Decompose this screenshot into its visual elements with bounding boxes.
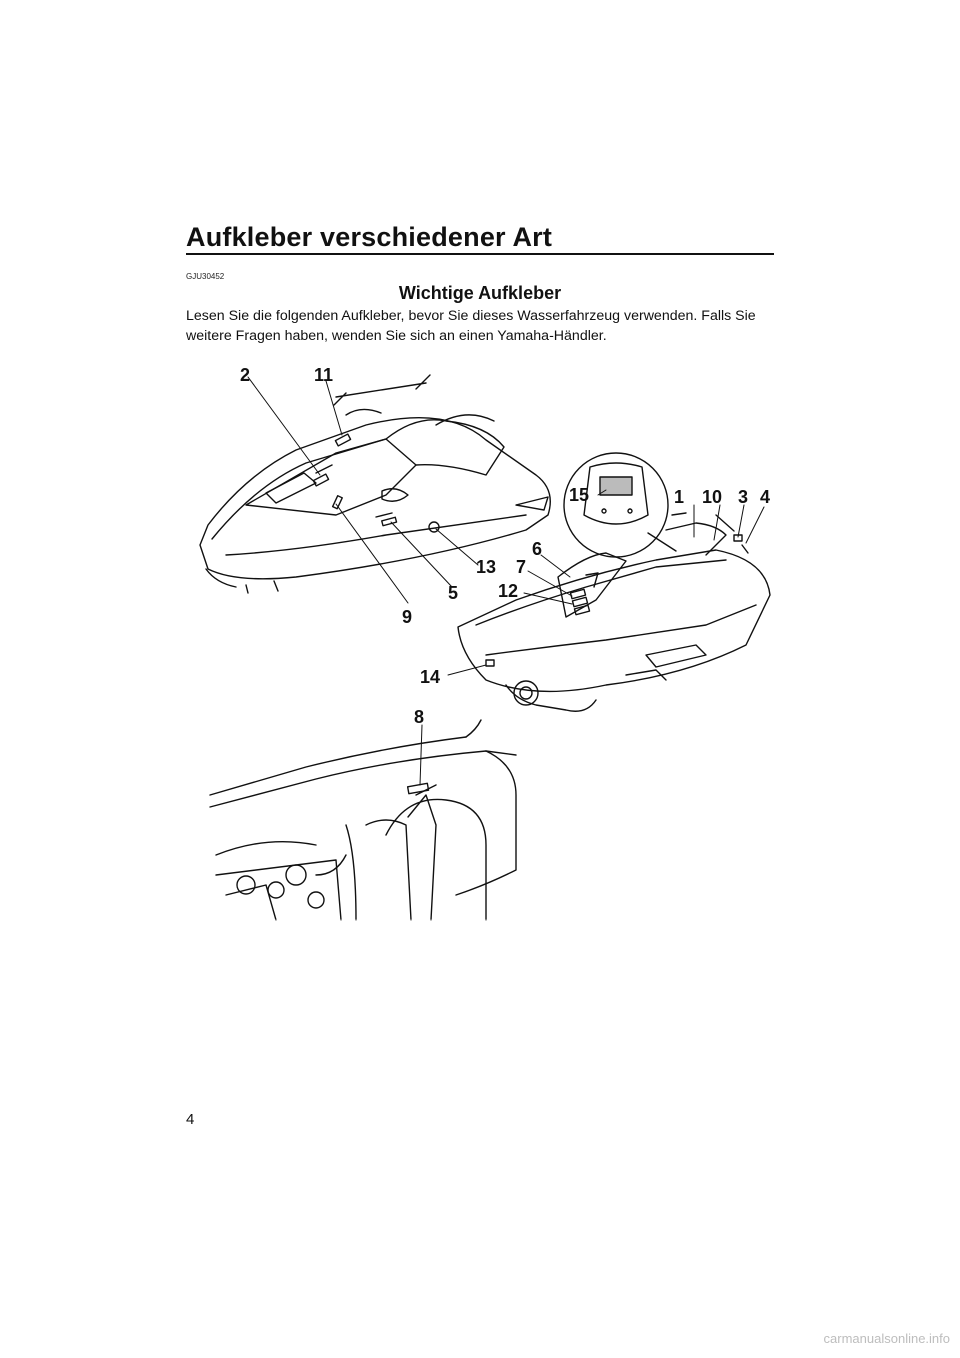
intro-line-1: Lesen Sie die folgenden Aufkleber, bevor… bbox=[186, 308, 756, 324]
inset-detail-15 bbox=[563, 452, 677, 558]
callout-10: 10 bbox=[702, 487, 722, 507]
watermark: carmanualsonline.info bbox=[823, 1331, 950, 1346]
callout-15: 15 bbox=[569, 485, 589, 505]
callout-4: 4 bbox=[760, 487, 770, 507]
callout-14: 14 bbox=[420, 667, 440, 687]
section-code: GJU30452 bbox=[186, 272, 225, 281]
leader-lines bbox=[247, 376, 765, 786]
callout-12: 12 bbox=[498, 581, 518, 601]
section-heading: Wichtige Aufkleber bbox=[398, 283, 562, 303]
intro-paragraph: Lesen Sie die folgenden Aufkleber, bevor… bbox=[186, 306, 776, 346]
callout-11: 11 bbox=[314, 365, 333, 385]
callout-7: 7 bbox=[516, 557, 526, 577]
rear-view-watercraft bbox=[457, 512, 771, 712]
callout-5: 5 bbox=[448, 583, 458, 603]
front-view-watercraft bbox=[199, 374, 551, 594]
callout-2: 2 bbox=[240, 365, 250, 385]
title-rule bbox=[186, 253, 774, 255]
callout-numbers: 2 11 15 1 10 3 4 6 13 7 12 5 9 14 8 bbox=[240, 365, 770, 727]
page-title: Aufkleber verschiedener Art bbox=[186, 222, 553, 252]
label-location-figure: 2 11 15 1 10 3 4 6 13 7 12 5 9 14 8 bbox=[186, 355, 786, 935]
page-number: 4 bbox=[186, 1111, 195, 1128]
intro-line-2: weitere Fragen haben, wenden Sie sich an… bbox=[186, 328, 607, 344]
callout-6: 6 bbox=[532, 539, 542, 559]
callout-1: 1 bbox=[674, 487, 684, 507]
watercraft-illustration: 2 11 15 1 10 3 4 6 13 7 12 5 9 14 8 bbox=[199, 365, 771, 921]
engine-compartment-view bbox=[209, 719, 517, 921]
callout-8: 8 bbox=[414, 707, 424, 727]
callout-3: 3 bbox=[738, 487, 748, 507]
callout-13: 13 bbox=[476, 557, 496, 577]
callout-9: 9 bbox=[402, 607, 412, 627]
